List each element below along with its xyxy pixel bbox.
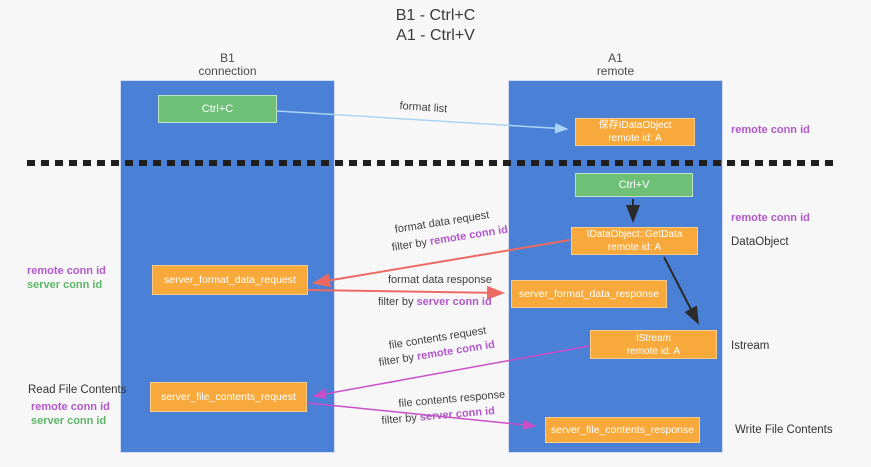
node-server-file-contents-response-label: server_file_contents_response xyxy=(550,424,694,436)
arrow-format-data-request xyxy=(312,239,571,288)
node-save-idataobject-line1: 保存IDataObject xyxy=(598,120,672,131)
filter-prefix: filter by xyxy=(378,296,417,308)
lane-b1-subtitle: connection xyxy=(198,64,257,78)
arrow-getdata-to-istream xyxy=(663,256,699,325)
node-ctrl-c: Ctrl+C xyxy=(158,95,277,123)
node-server-file-contents-response: server_file_contents_response xyxy=(545,417,700,443)
label-remote-conn-id-right-top: remote conn id xyxy=(731,124,810,136)
node-istream: IStream remote id: A xyxy=(590,330,717,359)
node-server-file-contents-request: server_file_contents_request xyxy=(150,382,307,412)
label-format-data-response: format data response xyxy=(388,274,492,286)
lane-a1-subtitle: remote xyxy=(596,64,635,78)
node-server-format-data-request-label: server_format_data_request xyxy=(164,274,296,286)
title-line-1: B1 - Ctrl+C xyxy=(395,7,476,24)
label-remote-conn-id-left-1: remote conn id xyxy=(27,265,106,277)
lane-header-b1: B1 connection xyxy=(120,52,335,78)
node-idataobject-getdata: IDataObject::GetData remote id: A xyxy=(571,227,698,255)
node-server-format-data-response-label: server_format_data_response xyxy=(518,288,660,300)
node-save-idataobject-line2: remote id: A xyxy=(608,133,662,144)
lane-header-a1: A1 remote xyxy=(508,52,723,78)
node-ctrl-v-label: Ctrl+V xyxy=(618,179,650,191)
title-line-2: A1 - Ctrl+V xyxy=(396,27,475,44)
node-idataobject-getdata-line2: remote id: A xyxy=(607,242,662,253)
label-filter-format-data-response: filter by server conn id xyxy=(378,296,492,308)
filter-value: server conn id xyxy=(416,296,492,308)
node-idataobject-getdata-line1: IDataObject::GetData xyxy=(586,229,683,240)
label-write-file-contents: Write File Contents xyxy=(735,424,833,436)
label-read-file-contents: Read File Contents xyxy=(28,384,127,396)
arrow-file-contents-request xyxy=(312,345,590,400)
node-istream-line2: remote id: A xyxy=(626,345,681,357)
node-server-format-data-request: server_format_data_request xyxy=(152,265,308,295)
node-ctrl-c-label: Ctrl+C xyxy=(201,103,234,115)
label-remote-conn-id-left-2: remote conn id xyxy=(31,401,110,413)
label-istream-side: Istream xyxy=(731,340,770,352)
node-server-file-contents-request-label: server_file_contents_request xyxy=(161,391,296,403)
node-server-format-data-response: server_format_data_response xyxy=(511,280,667,308)
diagram-title: B1 - Ctrl+C A1 - Ctrl+V xyxy=(0,6,871,46)
label-server-conn-id-left-2: server conn id xyxy=(31,415,107,427)
lane-b1-title: B1 xyxy=(220,51,235,65)
label-dataobject: DataObject xyxy=(731,236,789,248)
node-ctrl-v: Ctrl+V xyxy=(575,173,693,197)
arrow-format-list xyxy=(276,110,569,134)
node-istream-line1: IStream xyxy=(635,332,671,344)
arrow-file-contents-response xyxy=(307,402,537,431)
arrow-format-data-response xyxy=(307,285,505,300)
lane-a1-title: A1 xyxy=(608,51,623,65)
node-save-idataobject: 保存IDataObject remote id: A xyxy=(575,118,695,146)
label-server-conn-id-left-1: server conn id xyxy=(27,279,103,291)
label-remote-conn-id-right-mid: remote conn id xyxy=(731,212,810,224)
